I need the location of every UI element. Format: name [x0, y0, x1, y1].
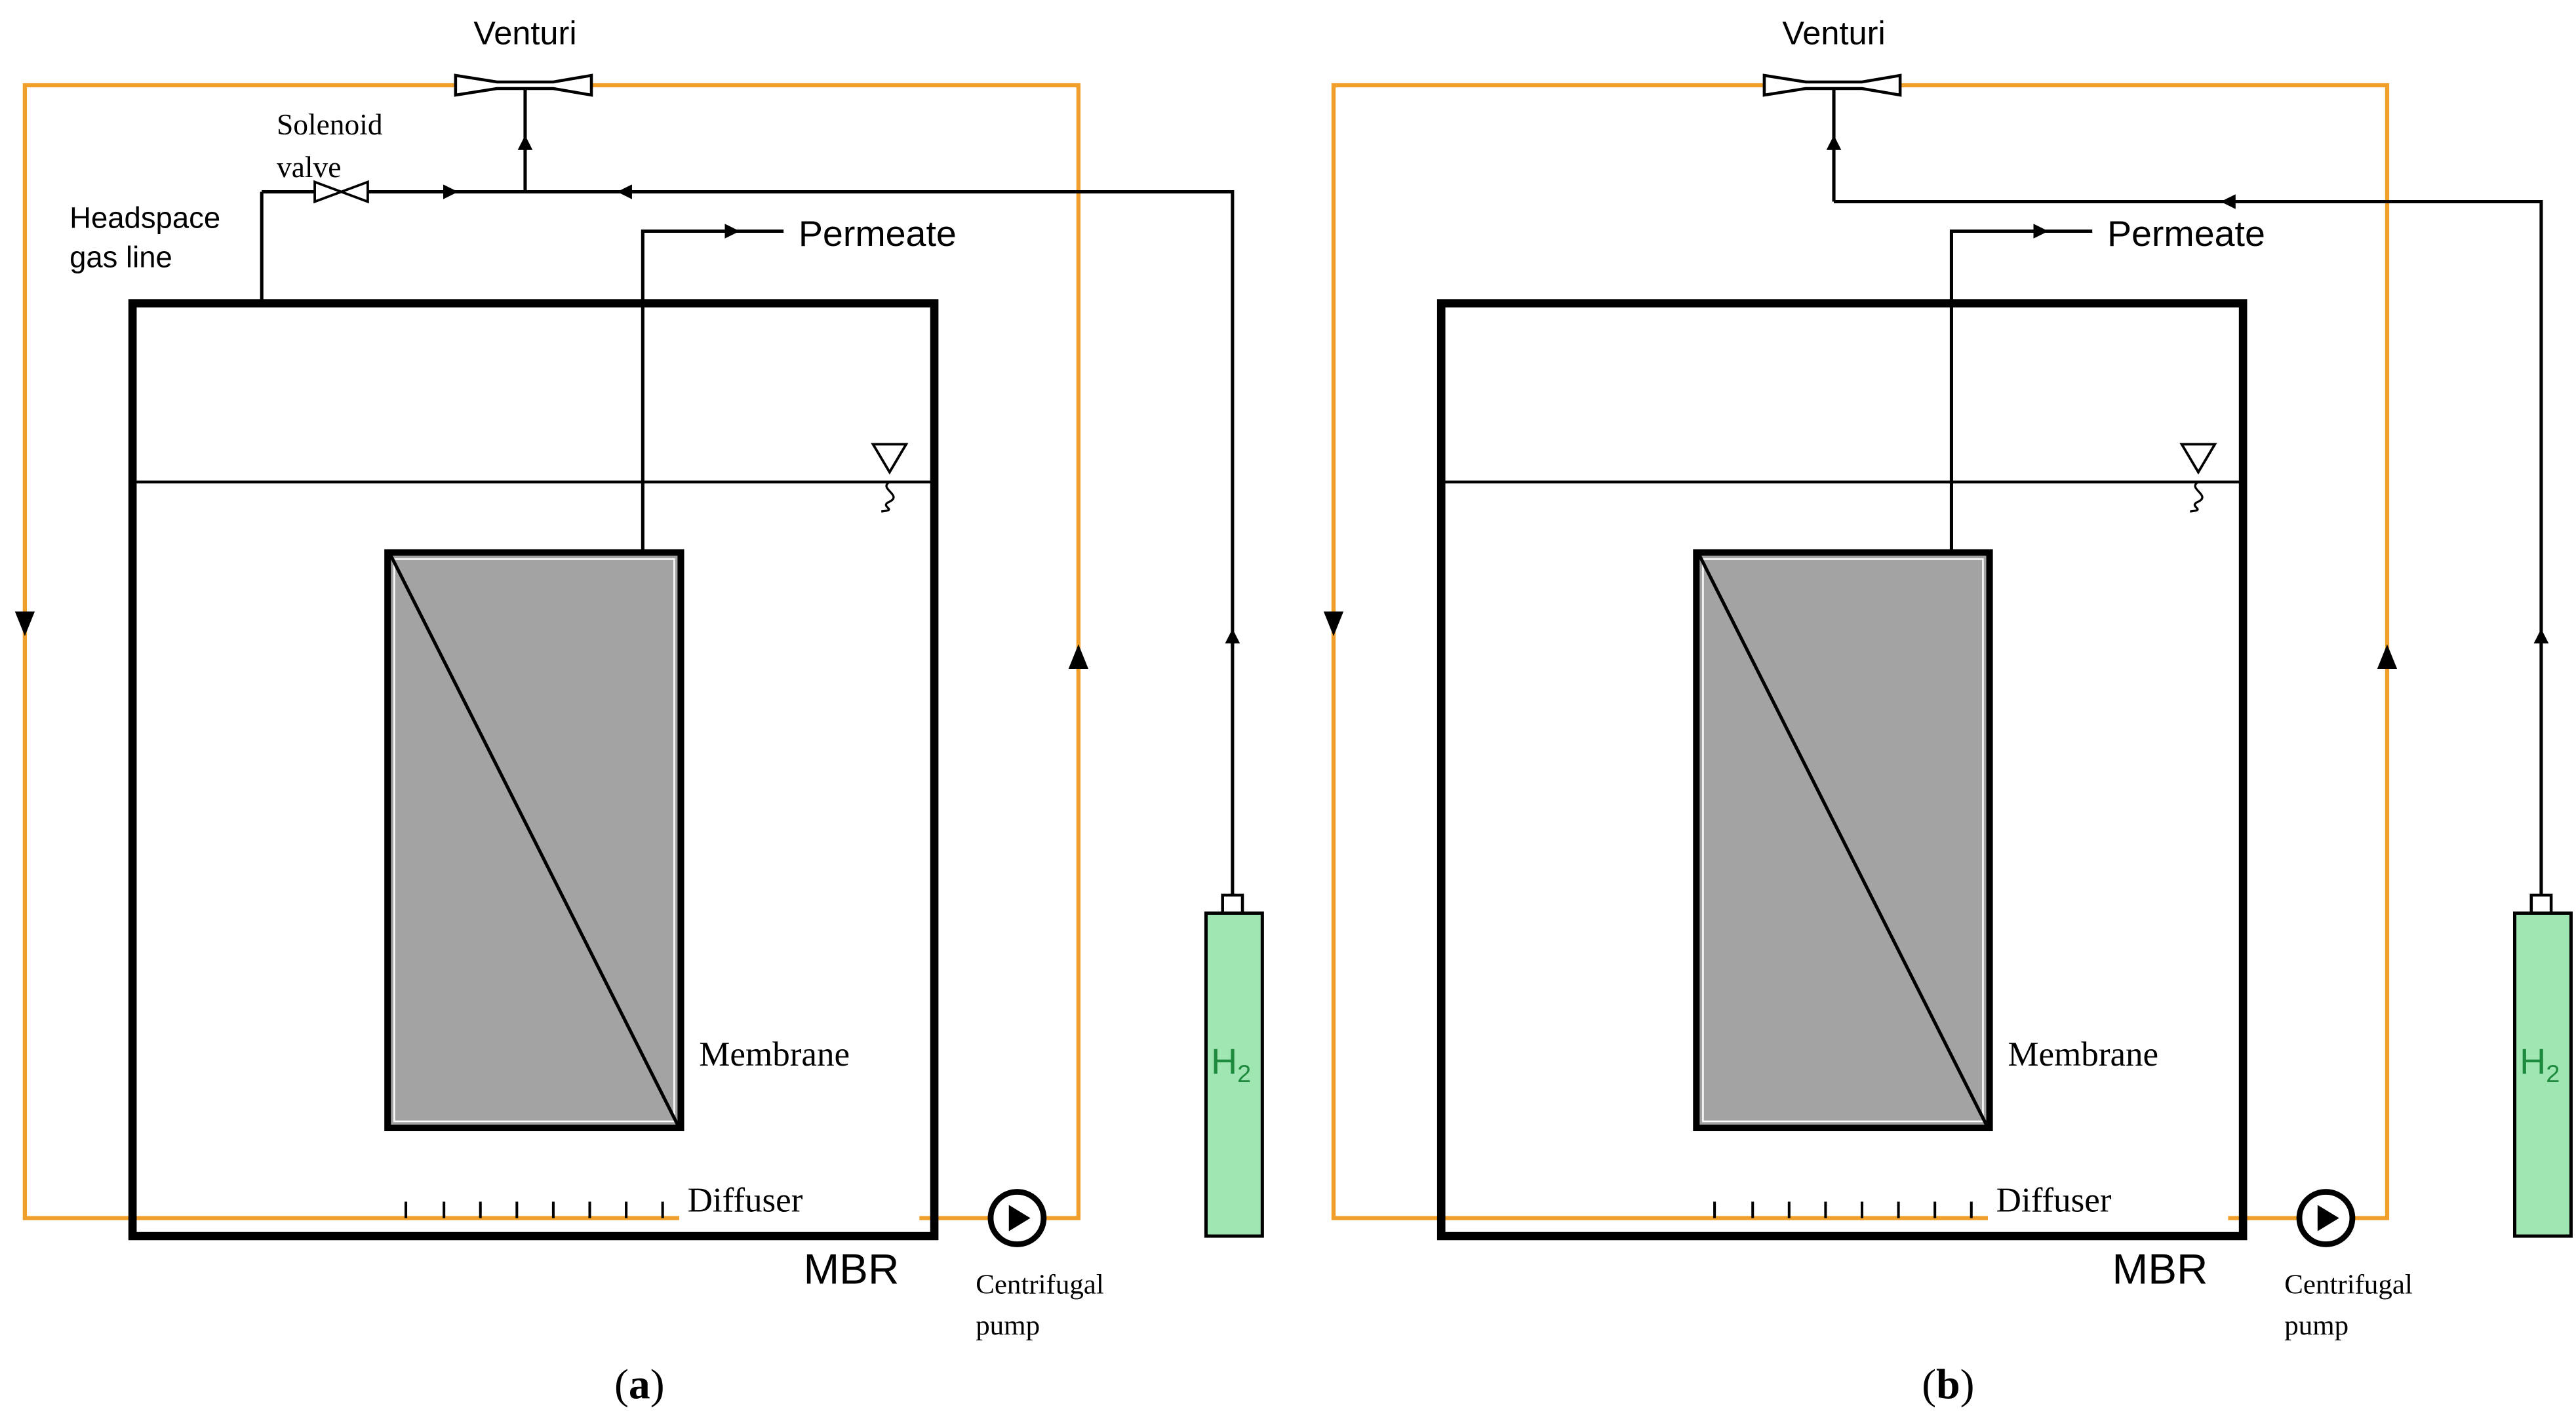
permeate-label: Permeate: [2107, 213, 2265, 254]
up-arrow-icon: [1068, 644, 1089, 669]
hydrogen-cylinder: [2512, 893, 2573, 1238]
membrane-module: [1693, 549, 1993, 1131]
hydrogen-label: H2: [1211, 1041, 1251, 1087]
solenoid-valve-icon: [313, 180, 369, 204]
mbr-label: MBR: [2112, 1245, 2208, 1293]
panel-a: Venturi Solenoid valve Headspace gas lin…: [14, 15, 1264, 1409]
centrifugal-pump-icon: [2296, 1189, 2356, 1247]
permeate-line: [1949, 224, 2093, 553]
centrifugal-pump-label: Centrifugal pump: [2284, 1270, 2419, 1341]
recirculation-line: [1323, 83, 2398, 1220]
hydrogen-label: H2: [2520, 1041, 2560, 1087]
hydrogen-cylinder: [1204, 893, 1264, 1238]
gas-feed-line: [1826, 98, 2549, 910]
diffuser-label: Diffuser: [688, 1182, 803, 1220]
headspace-gas-line-label: Headspace gas line: [69, 201, 229, 274]
mbr-tank: [128, 299, 939, 1241]
permeate-line: [641, 224, 784, 553]
centrifugal-pump-label: Centrifugal pump: [976, 1270, 1111, 1341]
water-level-icon: [2179, 443, 2217, 513]
centrifugal-pump-icon: [987, 1189, 1047, 1247]
panel-b: Venturi Permeate MBR Membrane: [1323, 15, 2573, 1409]
venturi-label: Venturi: [473, 15, 576, 52]
down-arrow-icon: [1323, 611, 1344, 636]
venturi-label: Venturi: [1782, 15, 1885, 52]
membrane-label: Membrane: [2008, 1035, 2158, 1073]
diffuser: [1713, 1201, 1973, 1218]
diffuser: [405, 1201, 664, 1218]
gas-feed-line: [260, 98, 1240, 910]
up-arrow-icon: [2377, 644, 2398, 669]
water-level-icon: [871, 443, 909, 513]
mbr-label: MBR: [803, 1245, 899, 1293]
solenoid-valve-label: Solenoid valve: [277, 108, 390, 184]
membrane-label: Membrane: [699, 1035, 850, 1073]
permeate-label: Permeate: [799, 213, 957, 254]
caption-b: (b): [1922, 1361, 1974, 1409]
down-arrow-icon: [14, 611, 35, 636]
venturi-icon: [1762, 73, 1902, 98]
caption-a: (a): [614, 1361, 665, 1409]
diffuser-label: Diffuser: [1996, 1182, 2112, 1220]
membrane-module: [384, 549, 684, 1131]
venturi-icon: [454, 73, 593, 98]
mbr-tank: [1437, 299, 2248, 1241]
